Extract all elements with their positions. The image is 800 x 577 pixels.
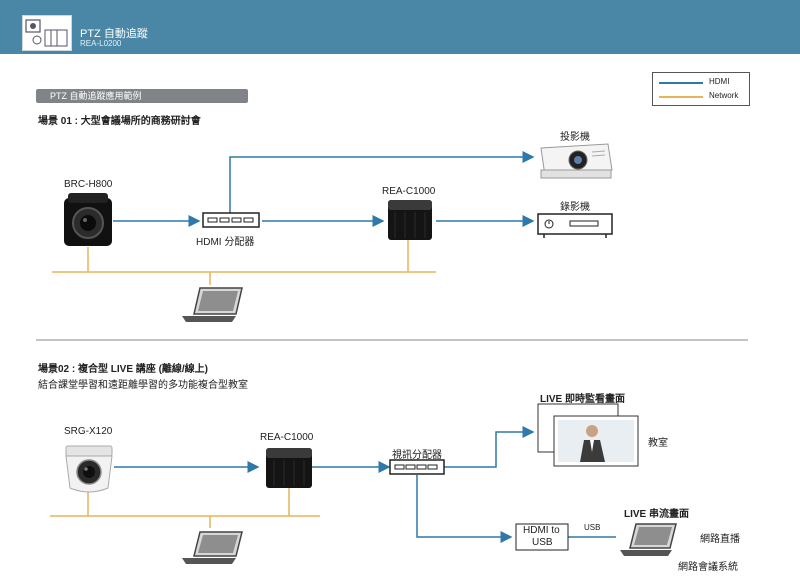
legend-hdmi-line <box>659 82 703 84</box>
scene2-subtitle: 結合課堂學習和遠距離學習的多功能複合型教室 <box>38 380 248 391</box>
scene2-hdmi-lines <box>114 426 616 543</box>
ptz-tracking-logo-icon <box>22 15 72 51</box>
scene2-title: 場景02 : 複合型 LIVE 講座 (離線/線上) <box>38 364 209 375</box>
legend-hdmi-label: HDMI <box>709 77 730 86</box>
laptop-icon-scene1 <box>182 287 243 322</box>
hdmi-to-usb-line1: HDMI to <box>523 525 560 536</box>
header-title: PTZ 自動追蹤 <box>80 28 148 40</box>
scene1-title: 場景 01 : 大型會議場所的商務研討會 <box>38 116 201 127</box>
usb-label: USB <box>584 523 601 532</box>
classroom-label: 教室 <box>648 438 668 449</box>
hdmi-to-usb-line2: USB <box>532 537 553 548</box>
header-subtitle: REA-L0200 <box>80 39 122 48</box>
webcast-label: 網路直播 <box>700 534 740 545</box>
legend: HDMI Network <box>652 72 750 106</box>
srg-x120-camera-icon <box>65 445 113 493</box>
recorder-label: 錄影機 <box>560 202 590 213</box>
hdmi-to-usb-box <box>515 523 569 551</box>
projector-icon <box>540 143 613 179</box>
laptop-icon-scene2 <box>182 531 243 564</box>
recorder-icon <box>537 213 613 238</box>
brc-h800-label: BRC-H800 <box>64 179 113 190</box>
web-conference-label: 網路會議系統 <box>678 562 738 573</box>
rea-c1000-device-icon-scene2 <box>266 448 312 488</box>
rea-c1000-label-scene2: REA-C1000 <box>260 432 314 443</box>
legend-network-label: Network <box>709 91 739 100</box>
brc-h800-camera-icon <box>64 193 112 246</box>
srg-x120-label: SRG-X120 <box>64 426 113 437</box>
hdmi-splitter-icon <box>202 212 260 228</box>
video-splitter-icon <box>389 459 445 475</box>
laptop-icon-streaming <box>620 523 677 556</box>
section-pill: PTZ 自動追蹤應用範例 <box>36 89 248 103</box>
hdmi-splitter-label: HDMI 分配器 <box>196 237 255 248</box>
video-splitter-label: 視訊分配器 <box>392 450 442 461</box>
scene1-hdmi-lines <box>113 151 535 227</box>
rea-c1000-label: REA-C1000 <box>382 186 436 197</box>
live-monitor-label: LIVE 即時監看畫面 <box>540 394 626 405</box>
rea-c1000-device-icon <box>388 200 432 240</box>
scene2-network-lines <box>50 488 320 528</box>
live-monitor-screens-icon <box>537 403 639 467</box>
projector-label: 投影機 <box>560 132 590 143</box>
scene1-network-lines <box>52 240 436 285</box>
legend-network-line <box>659 96 703 98</box>
header-bar: PTZ 自動追蹤 REA-L0200 <box>0 0 800 54</box>
live-stream-label: LIVE 串流畫面 <box>624 509 690 520</box>
